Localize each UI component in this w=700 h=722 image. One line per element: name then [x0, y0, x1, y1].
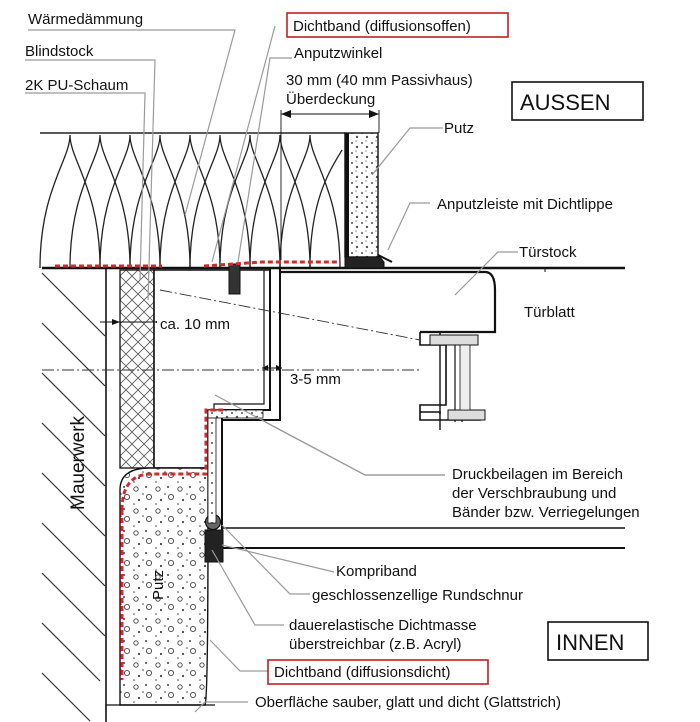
label-anputzwinkel: Anputzwinkel: [294, 45, 382, 62]
blindstock-seal-strip: [207, 409, 264, 419]
label-tuerstock: Türstock: [519, 244, 577, 261]
label-druck-1: Druckbeilagen im Bereich: [452, 466, 623, 483]
axis-line-diagonal: [159, 289, 421, 341]
label-ueberdeckung-2: Überdeckung: [286, 90, 375, 108]
box-aussen: [511, 81, 644, 121]
dichtband-outer-red-2: [203, 260, 340, 268]
label-anputzleiste: Anputzleiste mit Dichtlippe: [437, 196, 613, 213]
exterior-plaster: [344, 132, 379, 258]
pu-foam-gap: [119, 269, 155, 469]
plaster-mesh-line: [345, 133, 349, 257]
label-mauerwerk: Mauerwerk: [68, 416, 89, 510]
label-innen: INNEN: [556, 630, 624, 655]
label-putz-inner: Putz: [150, 570, 167, 600]
label-kompriband: Kompriband: [336, 563, 417, 580]
label-ueberdeckung-1: 30 mm (40 mm Passivhaus): [286, 72, 473, 89]
masonry-hatch: [41, 272, 106, 722]
kompriband: [204, 529, 224, 563]
door-gasket-bottom: [447, 409, 486, 421]
label-waermedaemmung: Wärmedämmung: [28, 11, 143, 28]
leader-lines: [25, 25, 518, 713]
label-putz-outer: Putz: [444, 120, 474, 137]
label-gap35: 3-5 mm: [290, 371, 341, 388]
label-blindstock: Blindstock: [25, 43, 94, 60]
anputzleiste-profile: [344, 256, 385, 269]
label-druck-2: der Verschbraubung und: [452, 485, 616, 502]
tuerstock-inner-face: [221, 419, 625, 549]
anputzleiste-lip: [377, 254, 393, 263]
label-tuerblatt: Türblatt: [524, 304, 576, 321]
label-aussen: AUSSEN: [520, 90, 610, 115]
box-dichtband-diffusionsdicht: [267, 659, 489, 685]
insulation-area: [39, 132, 345, 269]
ca10-label-bg: [157, 314, 249, 334]
label-ca10: ca. 10 mm: [160, 316, 230, 333]
door-gasket-top: [429, 334, 479, 346]
box-innen: [547, 621, 649, 661]
label-dichtmasse-1: dauerelastische Dichtmasse: [289, 617, 477, 634]
box-dichtband-diffusionsoffen: [286, 12, 509, 38]
label-druck-3: Bänder bzw. Verriegelungen: [452, 504, 640, 521]
label-rundschnur: geschlossenzellige Rundschnur: [312, 587, 523, 604]
label-dichtmasse-2: überstreichbar (z.B. Acryl): [289, 636, 462, 653]
interior-plaster: [119, 467, 209, 706]
label-dichtband-diffusionsoffen: Dichtband (diffusionsoffen): [293, 18, 471, 35]
label-oberflaeche: Oberfläche sauber, glatt und dicht (Glat…: [255, 694, 561, 711]
tuerstock-profile: [280, 270, 497, 334]
label-pu-schaum: 2K PU-Schaum: [25, 77, 128, 94]
label-dichtband-diffusionsdicht: Dichtband (diffusionsdicht): [274, 664, 450, 681]
anputzwinkel-profile: [228, 263, 241, 295]
dichtband-inner-red: [120, 408, 224, 511]
